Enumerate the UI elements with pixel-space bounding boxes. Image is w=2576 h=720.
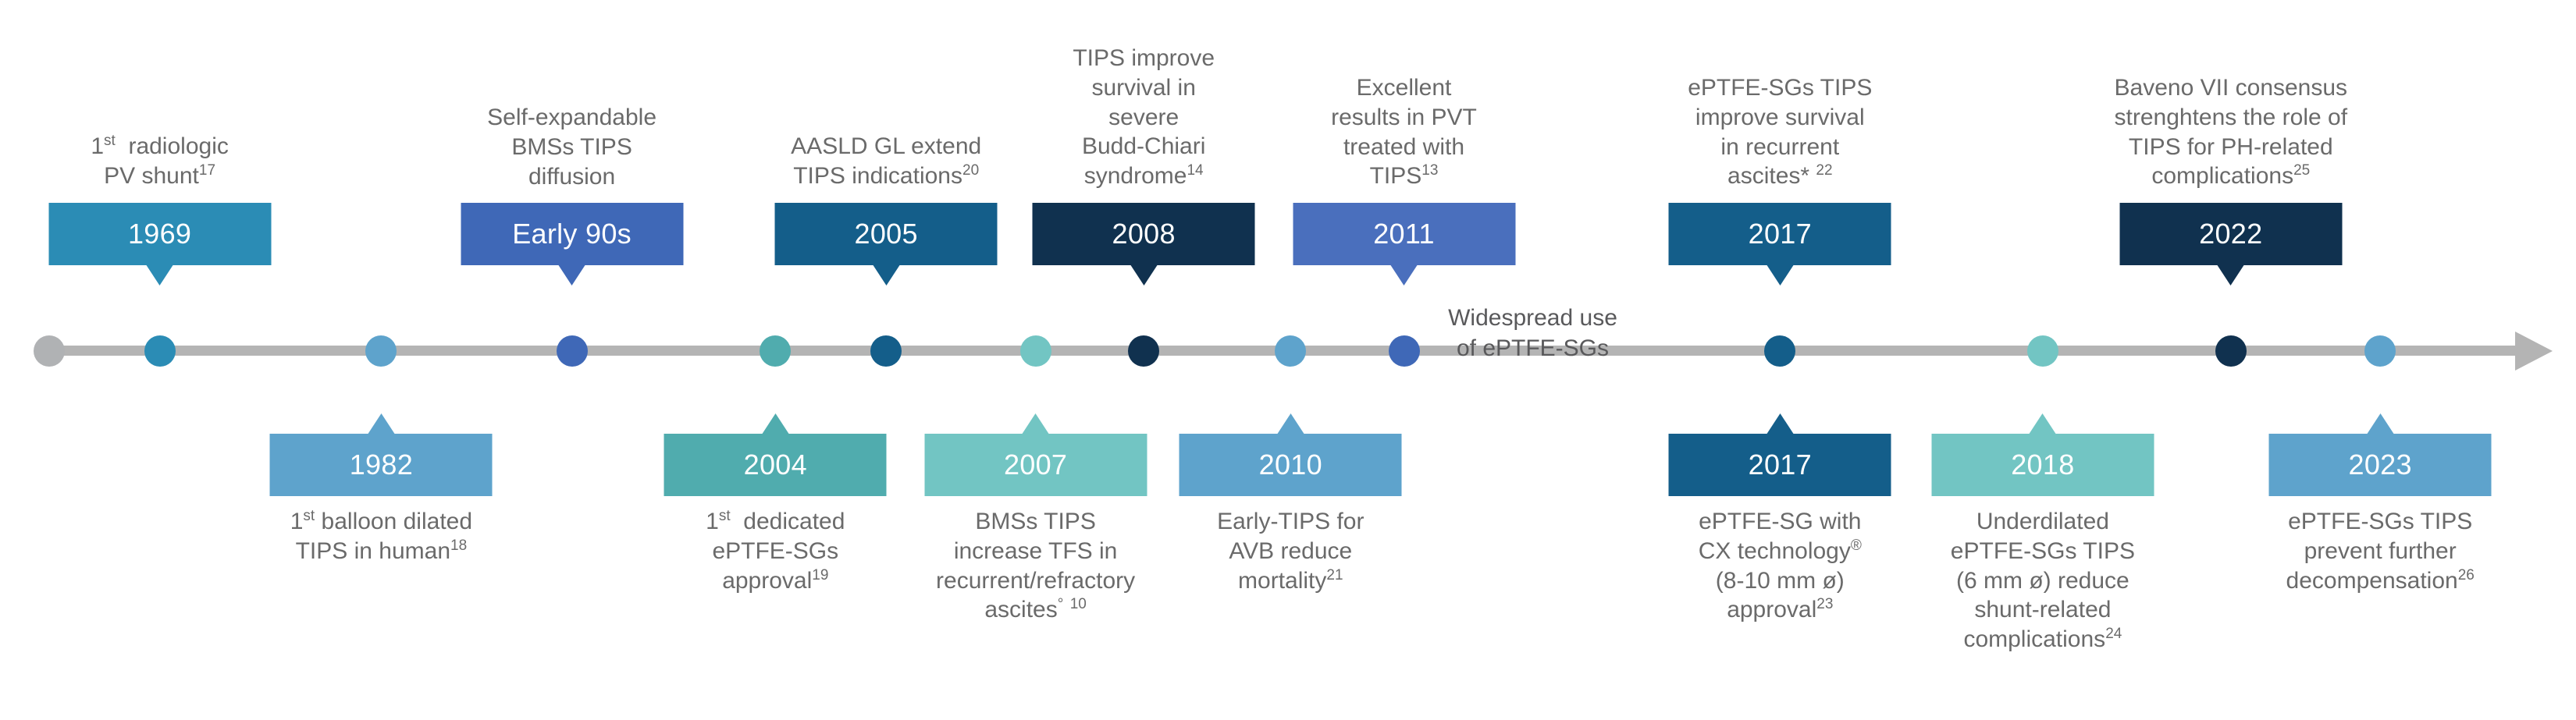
milestone-pointer-2010: [1277, 413, 1304, 434]
milestone-year-2022: 2022: [2199, 218, 2263, 250]
milestone-year-2010: 2010: [1258, 449, 1322, 481]
dot-2023[interactable]: [2364, 335, 2396, 367]
milestone-pointer-2017-top: [1767, 265, 1794, 286]
milestone-box-2011[interactable]: 2011: [1293, 203, 1515, 286]
milestone-box-2017-top[interactable]: 2017: [1668, 203, 1891, 286]
milestone-box-2023[interactable]: 2023: [2268, 413, 2492, 496]
dot-2005[interactable]: [870, 335, 902, 367]
milestone-year-1982: 1982: [349, 449, 414, 481]
milestone-pointer-1982: [368, 413, 395, 434]
dot-2008[interactable]: [1128, 335, 1160, 367]
milestone-year-2005: 2005: [854, 218, 918, 250]
dot-2018[interactable]: [2026, 335, 2058, 367]
milestone-year-1969: 1969: [127, 218, 192, 250]
dot-2010[interactable]: [1275, 335, 1307, 367]
dot-2004[interactable]: [760, 335, 792, 367]
milestone-pointer-1969: [146, 265, 173, 286]
milestone-year-2023: 2023: [2348, 449, 2412, 481]
timeline-arrow-head-icon: [2515, 332, 2553, 371]
milestone-box-2005[interactable]: 2005: [774, 203, 998, 286]
milestone-year-2007: 2007: [1003, 449, 1068, 481]
dot-early90s[interactable]: [556, 335, 588, 367]
milestone-box-2022[interactable]: 2022: [2119, 203, 2343, 286]
milestone-box-1982[interactable]: 1982: [269, 413, 493, 496]
milestone-year-2004: 2004: [743, 449, 807, 481]
milestone-year-2018: 2018: [2011, 449, 2075, 481]
milestone-box-2004[interactable]: 2004: [664, 413, 887, 496]
milestone-pointer-2017-bottom: [1767, 413, 1794, 434]
dot-2007[interactable]: [1019, 335, 1051, 367]
milestone-year-early90s: Early 90s: [512, 218, 632, 250]
milestone-box-2010[interactable]: 2010: [1179, 413, 1402, 496]
milestone-pointer-2022: [2217, 265, 2244, 286]
milestone-box-early90s[interactable]: Early 90s: [461, 203, 684, 286]
milestone-year-2008: 2008: [1112, 218, 1176, 250]
milestone-box-2008[interactable]: 2008: [1032, 203, 1255, 286]
dot-2022[interactable]: [2215, 335, 2247, 367]
milestone-pointer-2023: [2367, 413, 2394, 434]
milestone-pointer-2011: [1390, 265, 1418, 286]
dot-1982[interactable]: [365, 335, 397, 367]
axis-note-widespread-use: Widespread use of ePTFE-SGs: [1448, 305, 1617, 361]
milestone-pointer-2007: [1022, 413, 1049, 434]
milestone-box-2017-bottom[interactable]: 2017: [1668, 413, 1891, 496]
dot-2017[interactable]: [1764, 335, 1796, 367]
milestone-pointer-early90s: [558, 265, 585, 286]
milestone-pointer-2018: [2029, 413, 2056, 434]
dot-origin[interactable]: [33, 335, 65, 367]
milestone-box-1969[interactable]: 1969: [48, 203, 272, 286]
dot-1969[interactable]: [144, 335, 176, 367]
milestone-year-2017-top: 2017: [1748, 218, 1812, 250]
dot-2011[interactable]: [1388, 335, 1420, 367]
milestone-year-2011: 2011: [1373, 218, 1435, 250]
milestone-pointer-2004: [762, 413, 789, 434]
milestone-box-2007[interactable]: 2007: [924, 413, 1147, 496]
milestone-pointer-2008: [1130, 265, 1158, 286]
milestone-box-2018[interactable]: 2018: [1931, 413, 2154, 496]
milestone-pointer-2005: [873, 265, 900, 286]
milestone-year-2017-bottom: 2017: [1748, 449, 1812, 481]
